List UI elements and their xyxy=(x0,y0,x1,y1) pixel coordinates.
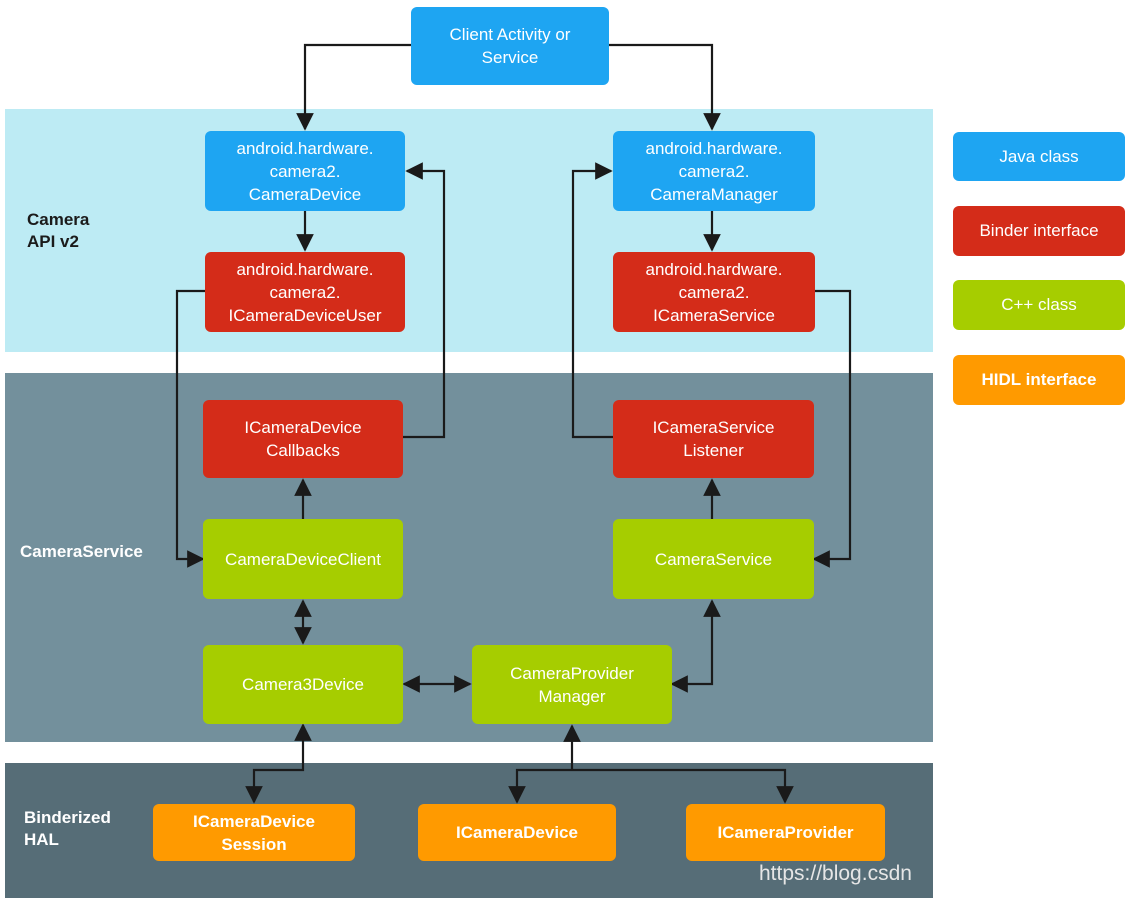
icamera-service-listener-box: ICameraService Listener xyxy=(613,400,814,478)
camera-provider-manager-box: CameraProvider Manager xyxy=(472,645,672,724)
camera-api-band-label: Camera API v2 xyxy=(27,210,90,251)
arrow-fork-to-icameraprovider xyxy=(572,768,794,804)
arrow-listener-to-cameramanager xyxy=(571,162,613,439)
arrow-camera3device-devicesession xyxy=(245,723,312,804)
icamera-device-callbacks-box: ICameraDevice Callbacks xyxy=(203,400,403,478)
binderized-hal-band-label: Binderized HAL xyxy=(24,808,111,849)
arrow-providermanager-cameraservice xyxy=(670,599,721,693)
icamera-service-box: android.hardware. camera2. ICameraServic… xyxy=(613,252,815,332)
camera-service-band-label: CameraService xyxy=(20,542,143,561)
camera-device-box: android.hardware. camera2. CameraDevice xyxy=(205,131,405,211)
client-activity-box: Client Activity or Service xyxy=(411,7,609,85)
camera-manager-box: android.hardware. camera2. CameraManager xyxy=(613,131,815,211)
camera3-device-box: Camera3Device xyxy=(203,645,403,724)
arrow-icameraservice-to-cameraservice xyxy=(812,289,852,568)
watermark-text: https://blog.csdn xyxy=(759,862,912,885)
legend-cpp-class: C++ class xyxy=(953,280,1125,330)
arrow-callbacks-to-cameradevice xyxy=(403,162,446,439)
icamera-provider-box: ICameraProvider xyxy=(686,804,885,861)
legend-hidl-interface: HIDL interface xyxy=(953,355,1125,405)
legend-binder-interface: Binder interface xyxy=(953,206,1125,256)
arrow-client-to-cameramanager xyxy=(609,43,721,131)
camera-device-client-box: CameraDeviceClient xyxy=(203,519,403,599)
icamera-device-session-box: ICameraDevice Session xyxy=(153,804,355,861)
icamera-device-user-box: android.hardware. camera2. ICameraDevice… xyxy=(205,252,405,332)
arrow-fork-to-icameradevice xyxy=(508,768,572,804)
icamera-device-box: ICameraDevice xyxy=(418,804,616,861)
arrow-icameradeviceuser-to-cameradeviceclient xyxy=(175,289,205,568)
legend-java-class: Java class xyxy=(953,132,1125,181)
camera-service-box: CameraService xyxy=(613,519,814,599)
arrow-client-to-cameradevice xyxy=(296,43,411,131)
